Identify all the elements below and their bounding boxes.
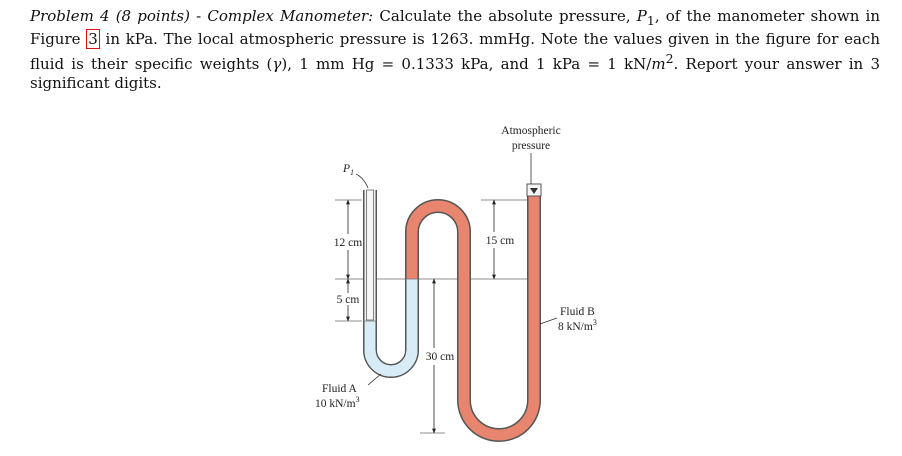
var-p: P [636, 7, 647, 25]
fluid-b-name: Fluid B [560, 306, 595, 318]
fluid-a-value: 10 kN/m3 [315, 395, 360, 410]
problem-text-d: ), 1 mm Hg = 0.1333 kPa, and 1 kPa = 1 k… [281, 55, 652, 73]
p1-label: P1 [342, 163, 354, 177]
fluid-a-name: Fluid A [322, 383, 358, 395]
unit-exp: 2 [665, 51, 674, 66]
dim-30-label: 30 cm [426, 351, 454, 363]
unit-m: m [651, 55, 666, 73]
dim-15-label: 15 cm [486, 235, 514, 247]
gamma-symbol: γ [272, 55, 282, 73]
figure-ref-link[interactable]: 3 [86, 29, 100, 49]
fluid-b [406, 193, 540, 441]
problem-text-c: in kPa. The local atmospheric pressure i… [30, 30, 880, 73]
p1-inner-pipe [366, 189, 374, 321]
fluid-b-tube-outline [405, 193, 541, 442]
problem-topic: Complex Manometer: [207, 7, 374, 25]
fluid-b-leader [539, 317, 558, 325]
problem-statement: Problem 4 (8 points) - Complex Manometer… [30, 7, 880, 93]
atm-label-line2: pressure [512, 140, 550, 152]
fluid-a-leader [367, 373, 382, 386]
p1-leader [355, 173, 369, 189]
atm-arrow-icon [530, 188, 538, 194]
dim-5-label: 5 cm [337, 294, 360, 306]
problem-heading: Problem 4 (8 points) [30, 7, 190, 25]
problem-text-e: . Report your answer in 3 significant di… [30, 55, 880, 92]
var-p-sub: 1 [646, 13, 655, 28]
heading-dash: - [189, 7, 208, 25]
fluid-a [364, 279, 418, 377]
problem-text-b: , of the manometer shown in Figure [30, 7, 880, 48]
fluid-b-value: 8 kN/m3 [558, 318, 597, 333]
dim-12-label: 12 cm [334, 237, 362, 249]
atm-label-line1: Atmospheric [501, 125, 560, 137]
problem-text-a: Calculate the absolute pressure, [373, 7, 637, 25]
